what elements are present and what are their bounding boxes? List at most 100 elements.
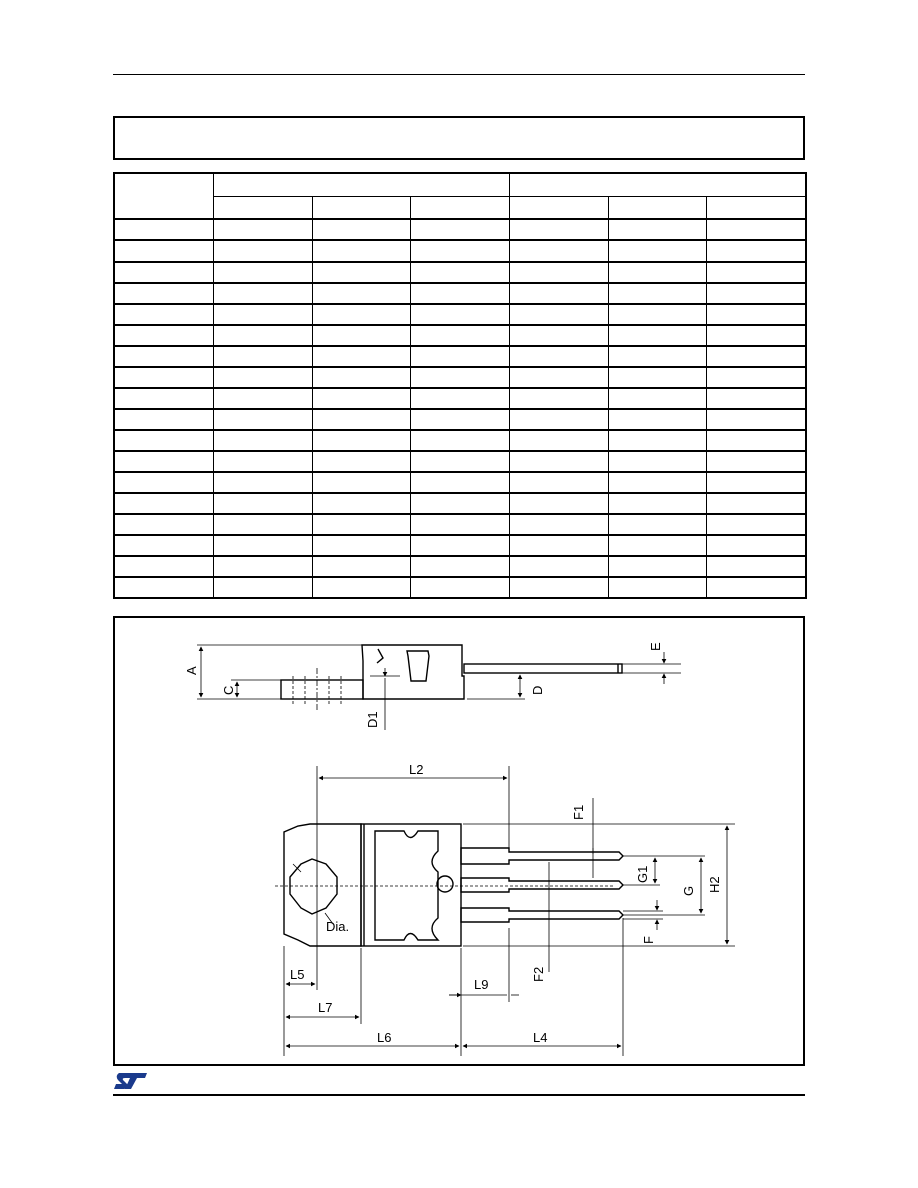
table-cell <box>409 303 510 326</box>
table-cell <box>311 218 411 242</box>
table-cell <box>113 513 214 536</box>
table-cell <box>409 408 510 431</box>
package-drawing-frame: A C D1 D E L2 F1 G1 G H2 Dia. F F2 L9 L5… <box>113 616 805 1066</box>
table-cell <box>705 534 807 557</box>
table-title-box <box>113 116 805 160</box>
table-row <box>113 576 807 600</box>
subheader-cell <box>311 195 411 221</box>
st-logo-icon <box>114 1073 147 1089</box>
table-cell <box>705 408 807 431</box>
table-cell <box>311 471 411 494</box>
table-cell <box>311 408 411 431</box>
table-cell <box>212 408 313 431</box>
table-cell <box>113 555 214 578</box>
table-cell <box>212 450 313 473</box>
table-cell <box>311 324 411 347</box>
top-view-body <box>360 823 462 947</box>
table-row <box>113 239 807 263</box>
table-cell <box>607 282 707 305</box>
package-outline-drawing: A C D1 D E L2 F1 G1 G H2 Dia. F F2 L9 L5… <box>184 642 735 1056</box>
table-cell <box>113 324 214 347</box>
table-cell <box>311 260 411 284</box>
table-cell <box>705 555 807 578</box>
dim-label-l6: L6 <box>377 1030 391 1045</box>
side-view-tab <box>280 679 364 700</box>
table-row <box>113 429 807 452</box>
dim-label-l5: L5 <box>290 967 304 982</box>
table-cell <box>311 429 411 452</box>
subheader-cell <box>409 195 510 221</box>
table-cell <box>311 534 411 557</box>
table-cell <box>705 513 807 536</box>
table-cell <box>607 366 707 389</box>
table-row <box>113 324 807 347</box>
dim-label-g: G <box>681 886 696 896</box>
side-view-lead <box>463 663 623 674</box>
table-cell <box>409 239 510 263</box>
table-cell <box>409 366 510 389</box>
table-cell <box>508 324 609 347</box>
table-cell <box>607 345 707 368</box>
table-row <box>113 282 807 305</box>
table-cell <box>508 408 609 431</box>
dim-label-l4: L4 <box>533 1030 547 1045</box>
table-cell <box>508 450 609 473</box>
table-header-row <box>113 172 807 221</box>
top-view-die-window <box>374 830 440 941</box>
table-cell <box>409 534 510 557</box>
table-cell <box>705 239 807 263</box>
table-cell <box>508 513 609 536</box>
table-row <box>113 450 807 473</box>
footer-rule <box>113 1094 805 1096</box>
table-cell <box>113 303 214 326</box>
table-row <box>113 260 807 284</box>
table-cell <box>113 345 214 368</box>
header-rule <box>113 74 805 75</box>
table-cell <box>508 345 609 368</box>
table-cell <box>508 260 609 284</box>
table-cell <box>607 239 707 263</box>
table-cell <box>212 513 313 536</box>
table-cell <box>607 260 707 284</box>
table-cell <box>607 492 707 515</box>
table-row <box>113 471 807 494</box>
table-cell <box>113 471 214 494</box>
table-cell <box>311 576 411 600</box>
table-row <box>113 534 807 557</box>
header-cell-group-2 <box>508 172 807 197</box>
table-cell <box>212 303 313 326</box>
table-cell <box>311 345 411 368</box>
table-cell <box>311 513 411 536</box>
table-cell <box>113 239 214 263</box>
table-cell <box>508 366 609 389</box>
table-cell <box>409 260 510 284</box>
table-cell <box>705 303 807 326</box>
table-row <box>113 513 807 536</box>
dim-label-e: E <box>648 642 663 651</box>
table-cell <box>409 555 510 578</box>
table-cell <box>311 303 411 326</box>
table-cell <box>212 282 313 305</box>
table-cell <box>113 429 214 452</box>
table-cell <box>705 387 807 410</box>
top-view-body-hole <box>436 875 454 893</box>
table-row <box>113 555 807 578</box>
table-cell <box>705 492 807 515</box>
table-cell <box>705 576 807 600</box>
table-cell <box>212 366 313 389</box>
table-cell <box>311 282 411 305</box>
table-row <box>113 492 807 515</box>
table-cell <box>607 450 707 473</box>
top-view-mounting-hole <box>289 858 338 915</box>
subheader-cell <box>607 195 707 221</box>
table-cell <box>311 555 411 578</box>
table-cell <box>508 239 609 263</box>
dim-label-g1: G1 <box>635 866 650 883</box>
table-cell <box>212 429 313 452</box>
table-cell <box>212 534 313 557</box>
table-cell <box>409 576 510 600</box>
table-cell <box>409 324 510 347</box>
table-cell <box>212 576 313 600</box>
table-cell <box>409 387 510 410</box>
table-cell <box>607 471 707 494</box>
